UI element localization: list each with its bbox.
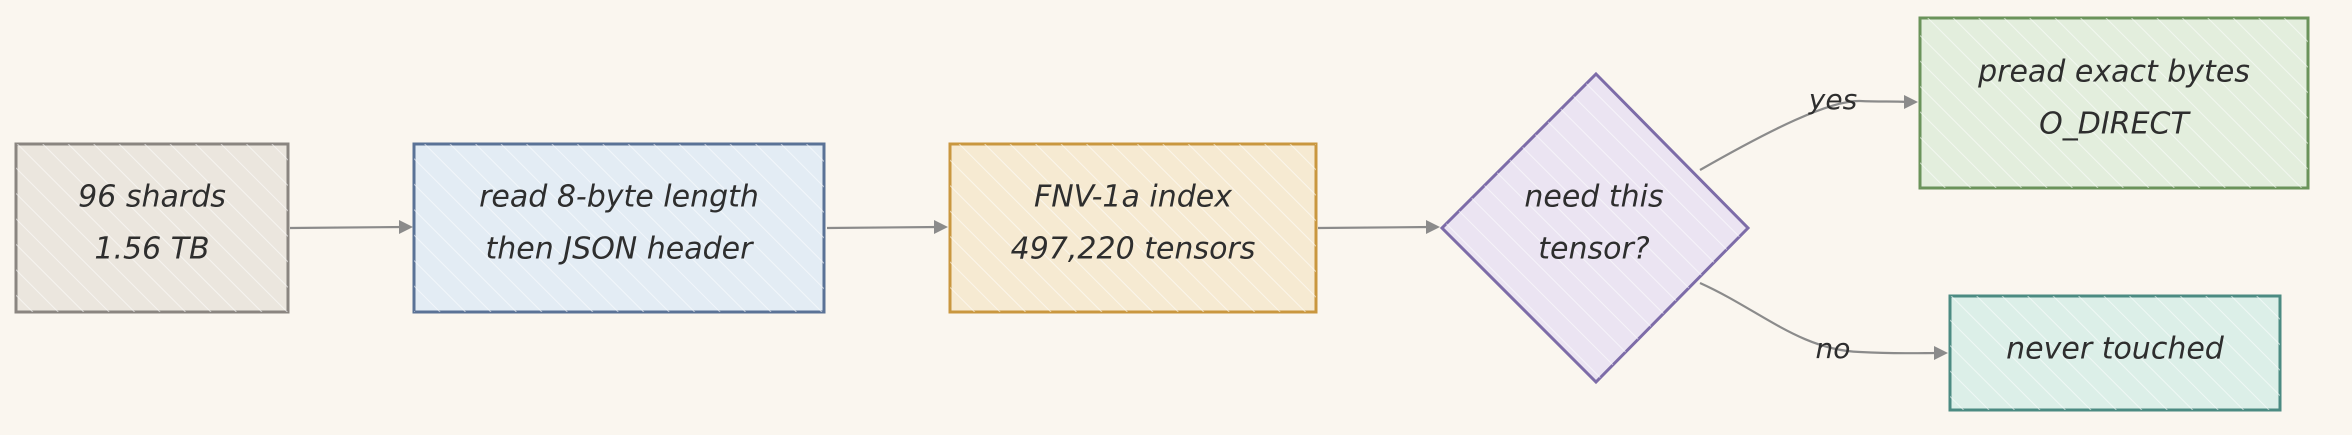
node-pread-line-1: pread exact bytes — [1977, 55, 2250, 90]
node-read-header: read 8-byte length then JSON header — [412, 142, 826, 314]
edge-label-no: no — [1816, 332, 1851, 365]
node-read-header-line-1: read 8-byte length — [479, 180, 759, 215]
edge-label-yes: yes — [1808, 83, 1857, 116]
node-index-line-2: 497,220 tensors — [1011, 232, 1256, 267]
node-shards: 96 shards 1.56 TB — [14, 142, 290, 314]
arrowhead-shards-to-read — [399, 220, 413, 234]
edges — [289, 95, 1948, 360]
arrowhead-read-to-index — [934, 220, 948, 234]
node-decision-line-2: tensor? — [1538, 232, 1650, 267]
node-never-touched-line-1: never touched — [2006, 332, 2225, 367]
node-index-line-1: FNV-1a index — [1034, 180, 1232, 215]
node-decision-line-1: need this — [1524, 180, 1663, 215]
node-shards-line-1: 96 shards — [78, 180, 226, 215]
arrowhead-decision-to-pread — [1904, 95, 1918, 109]
edge-decision-to-never — [1699, 281, 1939, 355]
arrowhead-decision-to-never — [1934, 346, 1948, 360]
node-never-touched: never touched — [1948, 294, 2282, 412]
arrowhead-index-to-decision — [1426, 220, 1440, 234]
edge-index-to-decision — [1317, 225, 1433, 230]
edge-decision-to-pread — [1699, 99, 1909, 171]
node-pread-line-2: O_DIRECT — [2039, 107, 2191, 142]
node-read-header-line-2: then JSON header — [486, 232, 755, 267]
node-pread: pread exact bytes O_DIRECT — [1918, 16, 2310, 190]
node-shards-line-2: 1.56 TB — [94, 232, 209, 267]
node-decision: need this tensor? — [1439, 71, 1751, 385]
edge-read-to-index — [826, 225, 941, 230]
node-index: FNV-1a index 497,220 tensors — [948, 142, 1318, 314]
edge-shards-to-read — [289, 225, 406, 230]
